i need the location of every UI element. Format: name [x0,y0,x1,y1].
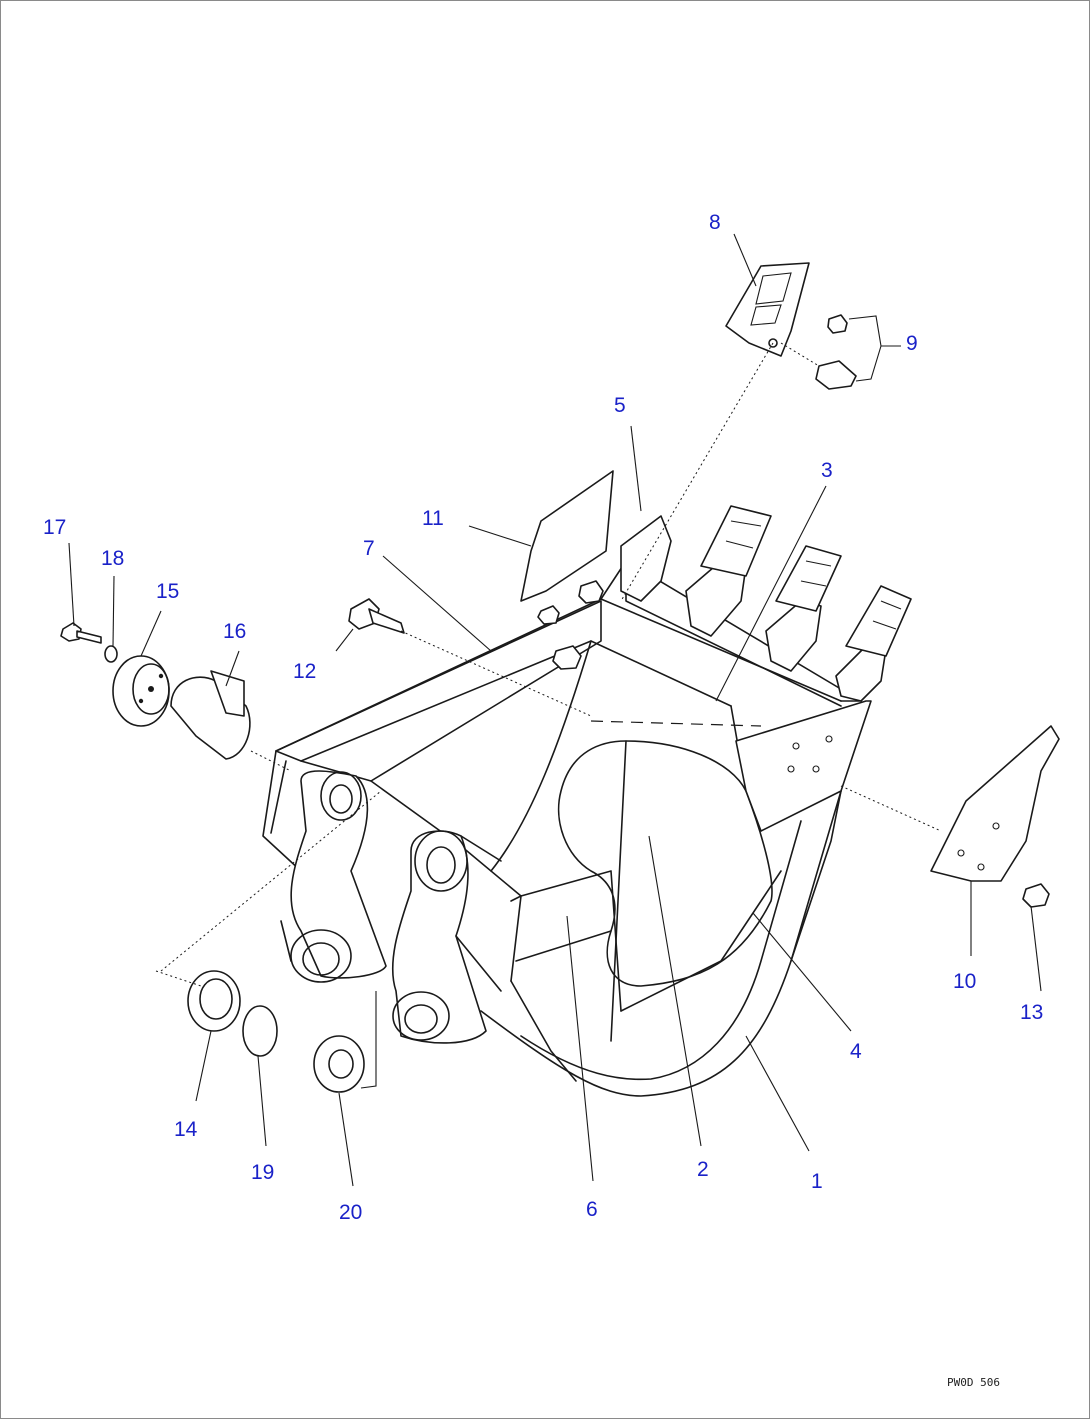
callout-4: 4 [850,1040,862,1063]
adapter-collar [112,655,170,727]
callout-18: 18 [101,547,125,570]
callout-8: 8 [709,211,721,234]
side-cutter [930,725,1060,882]
nut-group [537,580,604,670]
callout-15: 15 [156,580,180,603]
o-ring [242,1005,278,1057]
callout-1: 1 [811,1170,823,1193]
leader-lines [68,233,1042,1187]
bushing [170,670,251,760]
mounting-bolt [60,622,102,644]
callout-19: 19 [251,1161,275,1184]
callout-3: 3 [821,459,833,482]
bracket-assembly [280,770,502,1044]
callout-12: 12 [293,660,317,683]
assembly-lines [155,342,942,1089]
callout-20: 20 [339,1201,363,1224]
callout-9: 9 [906,332,918,355]
drawing-code: PW0D 506 [947,1376,1000,1389]
pin-and-lock [815,314,901,390]
callout-10: 10 [953,970,977,993]
tooth-point [725,262,810,357]
bolt [348,598,405,634]
nut [1022,883,1050,908]
washer-small [104,645,118,663]
callout-11: 11 [422,507,444,530]
callout-5: 5 [614,394,626,417]
callout-13: 13 [1020,1001,1044,1024]
callout-14: 14 [174,1118,198,1141]
callout-17: 17 [43,516,67,539]
callout-2: 2 [697,1158,709,1181]
bucket-body [262,470,912,1097]
callout-6: 6 [586,1198,598,1221]
flange-bushing [187,970,241,1032]
callout-16: 16 [223,620,247,643]
shim [313,1035,365,1093]
callout-7: 7 [363,537,375,560]
